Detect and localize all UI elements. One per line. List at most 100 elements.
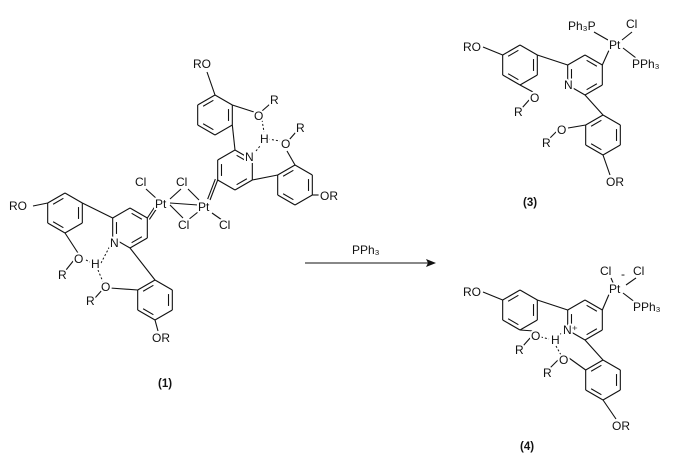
bond	[584, 329, 603, 341]
bond	[537, 299, 568, 311]
bond	[507, 318, 519, 326]
bond	[602, 359, 621, 371]
bond	[502, 319, 521, 331]
o-label: O	[254, 109, 263, 123]
bond	[217, 179, 236, 191]
bond	[129, 247, 156, 281]
bond	[209, 179, 219, 201]
bond	[502, 44, 521, 56]
bond	[261, 103, 271, 112]
pt-label: Pt	[609, 38, 621, 52]
bond	[585, 144, 604, 156]
bond	[584, 54, 603, 66]
bond	[590, 364, 602, 372]
pph3-label: PPh₃	[633, 300, 661, 314]
bond	[585, 114, 604, 126]
bond	[214, 124, 233, 136]
hydrogen-bond	[255, 145, 261, 152]
bond	[236, 154, 248, 162]
bond	[602, 114, 621, 126]
bond	[622, 47, 637, 59]
bond	[294, 194, 313, 206]
bond	[519, 44, 538, 56]
cl-label: Cl	[600, 264, 611, 278]
bond	[47, 222, 66, 234]
bond	[507, 294, 519, 302]
bond	[521, 98, 531, 109]
bond	[109, 287, 138, 291]
bond	[590, 143, 602, 151]
bond	[288, 131, 297, 141]
bond	[64, 222, 83, 234]
bond	[65, 259, 75, 271]
bond	[601, 47, 611, 66]
r-label: R	[515, 343, 524, 357]
bond	[131, 212, 143, 220]
bond	[137, 309, 156, 321]
bond	[522, 336, 532, 347]
o-label: O	[530, 91, 539, 105]
bond-lines	[32, 31, 637, 420]
ro-label: RO	[193, 57, 211, 71]
bond	[202, 123, 214, 131]
bond	[507, 73, 519, 81]
bond	[584, 299, 603, 311]
bond	[231, 124, 236, 151]
bond	[502, 289, 521, 301]
hydrogen-bond	[555, 345, 562, 356]
bond	[568, 357, 587, 371]
bond	[502, 74, 521, 86]
bond	[202, 99, 214, 107]
bond	[47, 192, 66, 204]
bond	[610, 277, 615, 286]
bond	[137, 279, 156, 291]
bond	[567, 84, 586, 96]
or-label: OR	[606, 175, 624, 189]
cl-label: Cl	[135, 175, 146, 189]
o-label: O	[281, 137, 290, 151]
n-label: N	[245, 150, 254, 164]
bond	[584, 84, 603, 96]
bond	[548, 130, 558, 140]
h-label: H	[551, 333, 560, 347]
bond	[187, 211, 199, 221]
hydrogen-bond	[100, 243, 112, 264]
bond	[621, 31, 633, 41]
bond	[601, 291, 611, 311]
bond	[519, 319, 538, 331]
bond	[32, 202, 48, 207]
bond	[519, 329, 535, 332]
cl-label: Cl	[626, 17, 637, 31]
bond	[207, 178, 216, 200]
bond	[131, 236, 143, 244]
bond	[586, 328, 598, 336]
cl-label: Cl	[219, 218, 230, 232]
bond	[549, 359, 559, 369]
o-label: O	[101, 280, 110, 294]
or-label: OR	[320, 189, 338, 203]
bond	[206, 71, 216, 96]
r-label: R	[514, 105, 523, 119]
bond	[252, 174, 278, 181]
r-label: R	[296, 121, 305, 135]
bond	[129, 237, 148, 249]
bond	[567, 124, 586, 129]
ro-label: RO	[9, 199, 27, 213]
bond	[142, 284, 154, 292]
pt-label: Pt	[155, 197, 167, 211]
bond	[507, 49, 519, 57]
pt-label: Pt	[609, 282, 621, 296]
r-label: R	[543, 366, 552, 380]
bond	[519, 74, 538, 86]
n-label: N	[110, 236, 119, 250]
r-label: R	[270, 93, 279, 107]
bond	[146, 204, 157, 219]
bond	[197, 124, 216, 136]
compound-label: (4)	[520, 441, 534, 453]
cl-label: Cl	[178, 218, 189, 232]
bond	[145, 188, 158, 200]
h-label: H	[91, 257, 100, 271]
h-label: H	[260, 132, 269, 146]
bond	[586, 83, 598, 91]
compound-1: RO OR RO OR O R H O R N O R H O R N Pt P…	[7, 55, 340, 392]
